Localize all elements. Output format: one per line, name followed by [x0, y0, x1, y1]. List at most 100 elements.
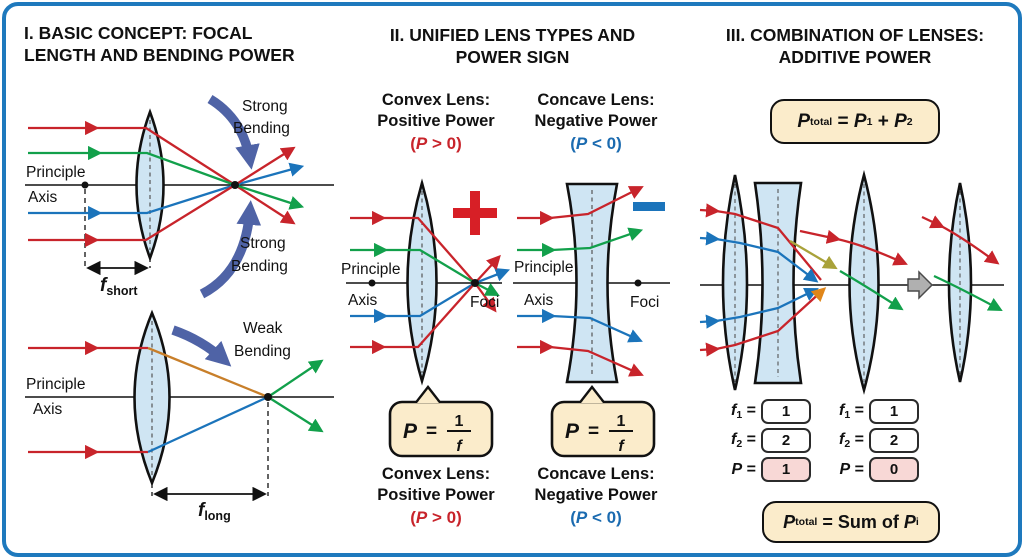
- sub-total: total: [795, 516, 818, 528]
- sub-total: total: [810, 115, 833, 128]
- power-formula-bubble-concave: P = 1 f: [550, 385, 656, 458]
- lens-values-left: f1 = 1 f2 = 2 P = 1: [712, 399, 811, 482]
- concave-heading-top: Concave Lens: Negative Power (P < 0): [512, 90, 680, 156]
- foci-label: Foci: [470, 294, 499, 311]
- negative-power-sign: (P < 0): [570, 508, 622, 527]
- concave-heading-line1: Concave Lens:: [537, 465, 655, 483]
- convex-heading-top: Convex Lens: Positive Power (P > 0): [352, 90, 520, 156]
- panel3-diagram: [699, 169, 1004, 395]
- f2-value-box: 2: [761, 428, 811, 453]
- convex-lens-diagram: Principle Axis Foci: [341, 178, 510, 386]
- panel2-title: II. UNIFIED LENS TYPES AND POWER SIGN: [350, 24, 675, 68]
- refracted-ray-blue: [147, 395, 269, 454]
- axis-label: Axis: [33, 401, 63, 418]
- negative-power-sign: (P < 0): [570, 134, 622, 153]
- focus-dot: [231, 181, 239, 189]
- formula-eq: =: [588, 421, 599, 442]
- f1-row: f1 = 1: [712, 399, 811, 424]
- panel1-title-line2: LENGTH AND BENDING POWER: [24, 45, 295, 65]
- sub-2: 2: [906, 115, 913, 128]
- concave-ray-bundle: [517, 186, 644, 377]
- p-value-box: 1: [761, 457, 811, 482]
- f1-row: f1 = 1: [820, 399, 919, 424]
- formula-eq: =: [426, 421, 437, 442]
- formula-denominator: f: [456, 438, 463, 455]
- Pi: P: [903, 511, 916, 532]
- strong-bending-bottom-line1: Strong: [240, 235, 286, 252]
- convex-heading-line1: Convex Lens:: [381, 91, 491, 109]
- formula-P: P: [565, 420, 580, 443]
- ray-bundle-long: [28, 340, 324, 460]
- panel1-title-line1: I. BASIC CONCEPT: FOCAL: [24, 23, 253, 43]
- eq: =: [837, 110, 849, 132]
- strong-bending-top-line1: Strong: [242, 98, 288, 115]
- p-value-box: 0: [869, 457, 919, 482]
- weak-bending-line1: Weak: [243, 320, 283, 337]
- convex-ray-bundle: [350, 210, 510, 355]
- foci-label: Foci: [630, 294, 659, 311]
- axis-label: Axis: [28, 189, 58, 206]
- concave-heading-line2: Negative Power: [534, 112, 658, 130]
- convex-heading-bottom: Convex Lens: Positive Power (P > 0): [352, 464, 520, 530]
- P2: P: [894, 110, 907, 132]
- principle-label: Principle: [26, 376, 85, 393]
- principle-label: Principle: [26, 164, 85, 181]
- concave-heading-line1: Concave Lens:: [537, 91, 655, 109]
- panel2-diagram: Principle Axis Foci Principle Axis: [341, 178, 670, 458]
- positive-power-sign: (P > 0): [410, 508, 462, 527]
- equivalence-arrow: [907, 270, 934, 300]
- sub-1: 1: [866, 115, 873, 128]
- lens-values-right: f1 = 1 f2 = 2 P = 0: [820, 399, 919, 482]
- concave-lens-diagram: Principle Axis Foci: [513, 182, 670, 384]
- ray-bundle-short: [28, 120, 305, 248]
- concave-heading-line2: Negative Power: [534, 486, 658, 504]
- sub-i: i: [915, 516, 919, 528]
- f2-row: f2 = 2: [820, 428, 919, 453]
- plus: +: [877, 110, 889, 132]
- convex-heading-line2: Positive Power: [377, 486, 495, 504]
- f-long-label: flong: [198, 500, 231, 523]
- panel3-title-line1: III. COMBINATION OF LENSES:: [725, 25, 985, 45]
- weak-bending-line2: Bending: [234, 343, 291, 360]
- positive-power-sign: (P > 0): [410, 134, 462, 153]
- principle-label: Principle: [341, 261, 400, 278]
- weak-bending-arrow: [171, 325, 232, 367]
- panel2-title-line2: POWER SIGN: [455, 47, 570, 67]
- power-formula-bubble-convex: P = 1 f: [388, 385, 494, 458]
- principle-label: Principle: [514, 259, 573, 276]
- formula-P: P: [403, 420, 418, 443]
- panel3-title-line2: ADDITIVE POWER: [778, 47, 932, 67]
- strong-bending-top-line2: Bending: [233, 120, 290, 137]
- concave-heading-bottom: Concave Lens: Negative Power (P < 0): [512, 464, 680, 530]
- axis-label: Axis: [348, 292, 378, 309]
- combination-ray-bundle: [699, 203, 1003, 357]
- P: P: [797, 110, 811, 132]
- f2-row: f2 = 2: [712, 428, 811, 453]
- axis-label: Axis: [524, 292, 554, 309]
- panel2-title-line1: II. UNIFIED LENS TYPES AND: [389, 25, 636, 45]
- convex-heading-line1: Convex Lens:: [381, 465, 491, 483]
- axis-dot: [368, 279, 376, 287]
- p-row: P = 0: [820, 457, 919, 482]
- foci-dot: [634, 279, 642, 287]
- strong-bending-arrow-bottom: [199, 200, 262, 299]
- convex-heading-line2: Positive Power: [377, 112, 495, 130]
- formula-numerator: 1: [455, 413, 464, 430]
- sum-of-text: = Sum of: [822, 511, 899, 532]
- f1-value-box: 1: [869, 399, 919, 424]
- long-focal-length-diagram: Principle Axis Weak Bending flong: [25, 309, 334, 523]
- foci-dot: [471, 279, 479, 287]
- short-focal-length-diagram: Principle Axis Strong Bending Strong Ben…: [25, 94, 334, 299]
- f1-value-box: 1: [761, 399, 811, 424]
- P: P: [783, 511, 796, 532]
- formula-numerator: 1: [617, 413, 626, 430]
- focus-dot: [264, 393, 272, 401]
- strong-bending-arrow-top: [207, 94, 260, 170]
- panel3-title: III. COMBINATION OF LENSES:: [690, 24, 1020, 46]
- f-short-label: fshort: [100, 275, 138, 298]
- focal-point-left-dot: [81, 181, 89, 189]
- strong-bending-bottom-line2: Bending: [231, 258, 288, 275]
